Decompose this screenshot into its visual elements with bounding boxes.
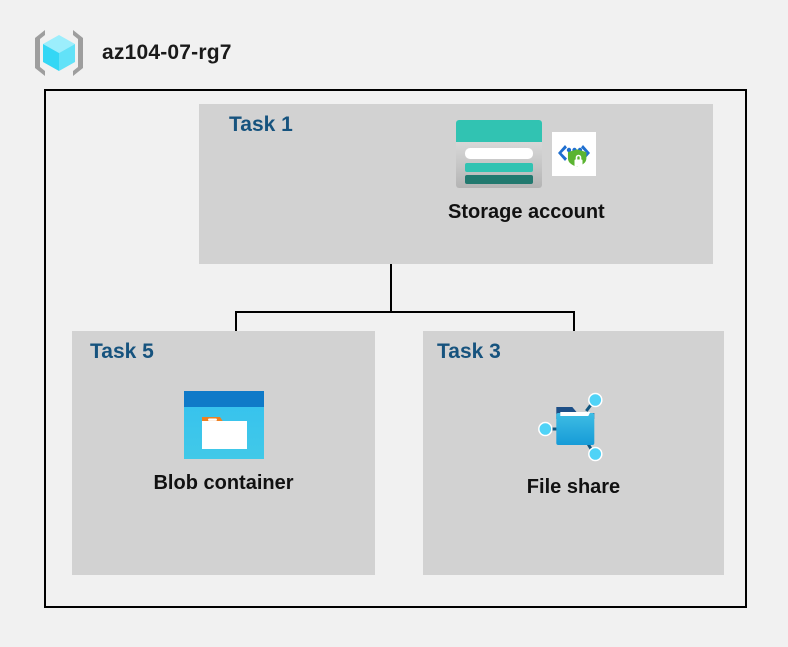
- node-storage-account[interactable]: Storage account: [448, 120, 605, 224]
- resource-group-cube-icon: [30, 26, 88, 80]
- connector-horizontal-bus: [235, 311, 575, 313]
- blob-container-icon: [183, 391, 264, 464]
- connector-storage-trunk: [390, 228, 392, 313]
- resource-group-boundary: [44, 89, 747, 608]
- panel-task-1: Task 1: [199, 104, 713, 264]
- task-label-5: Task 5: [90, 340, 154, 363]
- node-blob-container[interactable]: Blob container: [153, 391, 294, 495]
- storage-account-icon: [456, 120, 543, 193]
- blob-container-caption: Blob container: [153, 472, 294, 494]
- task-label-1: Task 1: [229, 113, 293, 136]
- node-file-share[interactable]: File share: [527, 391, 620, 499]
- panel-task-5: Task 5 Blob container: [72, 331, 375, 575]
- file-share-caption: File share: [526, 476, 621, 498]
- secure-api-shield-icon: [552, 132, 597, 181]
- storage-account-caption: Storage account: [448, 201, 605, 223]
- resource-group-header: az104-07-rg7: [30, 26, 232, 80]
- file-share-icon: [534, 391, 612, 468]
- panel-task-3: Task 3: [423, 331, 724, 575]
- resource-group-name: az104-07-rg7: [102, 41, 232, 64]
- storage-account-icon-row: [456, 120, 597, 193]
- task-label-3: Task 3: [437, 340, 501, 363]
